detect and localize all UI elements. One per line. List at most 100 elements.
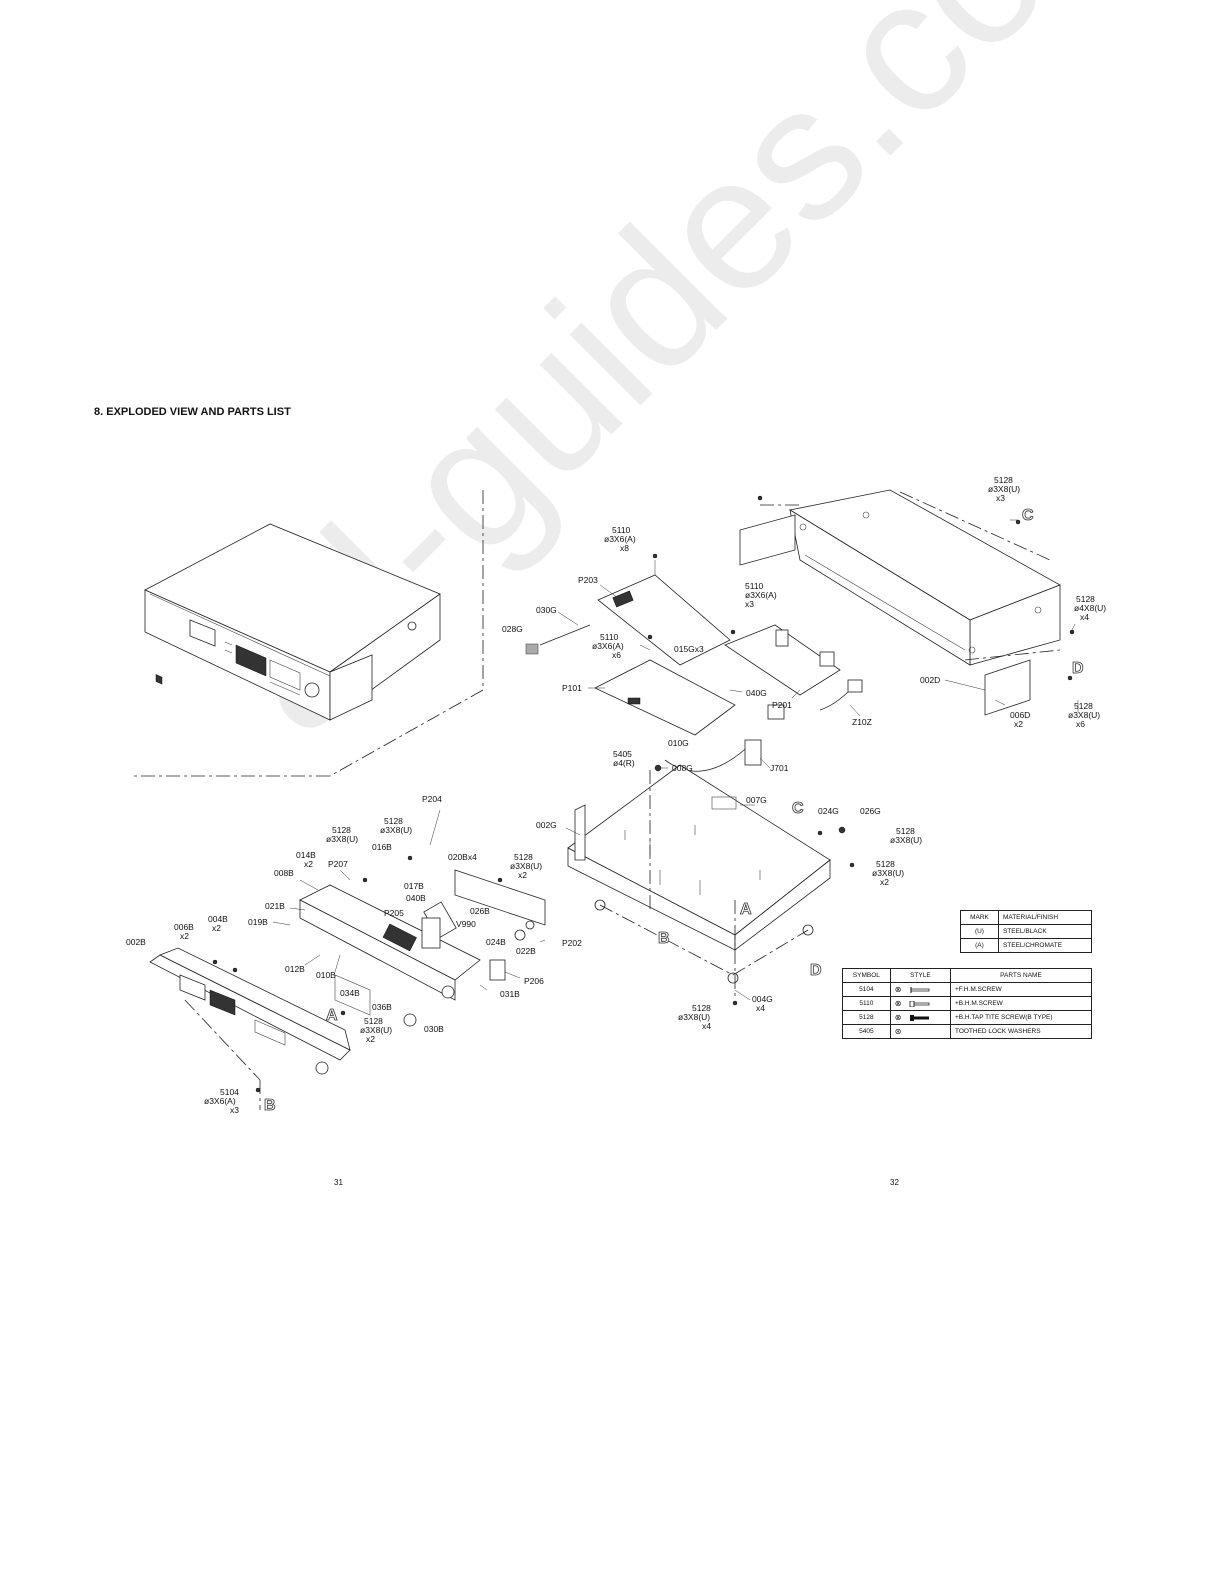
callout-5110-low-3: x6	[612, 650, 621, 660]
label-007g: 007G	[746, 795, 767, 805]
callout-5110-low-1: 5110	[600, 632, 619, 642]
callout-5110-low-2: ø3X6(A)	[592, 641, 624, 651]
parts-style: ⊗	[889, 996, 951, 1011]
ref-letter-a-front: A	[326, 1007, 338, 1024]
callout-5128-d-2: ø3X8(U)	[1068, 710, 1100, 720]
parts-style-table: SYMBOL STYLE PARTS NAME 5104 ⊗ +F.H.M.SC…	[842, 968, 1093, 1039]
ref-letter-b-front: B	[264, 1097, 276, 1114]
label-010b: 010B	[316, 970, 336, 980]
ref-letter-c-chassis: C	[792, 800, 804, 817]
pcb-p203-drawing	[597, 560, 731, 666]
part-labels: 5128 ø3X8(U) x3 5110 ø3X6(A) x8 P203 511…	[126, 475, 1106, 1115]
callout-006b-2: x2	[180, 931, 189, 941]
material-finish: STEEL/CHROMATE	[997, 938, 1093, 953]
label-j701: J701	[770, 763, 789, 773]
parts-symbol: 5405	[842, 1024, 891, 1039]
callout-5104-3: x3	[230, 1105, 239, 1115]
callout-5128-chassis1-1: 5128	[896, 826, 915, 836]
callout-5128-a-2: ø3X8(U)	[360, 1025, 392, 1035]
label-031b: 031B	[500, 989, 520, 999]
binding-head-screw-icon	[909, 1000, 930, 1008]
parts-header-style: STYLE	[889, 968, 951, 983]
callout-5128-chassis2-2: ø3X8(U)	[872, 868, 904, 878]
label-002d: 002D	[920, 675, 940, 685]
label-020bx4: 020Bx4	[448, 852, 477, 862]
front-panel-drawing	[149, 947, 351, 1110]
label-026g: 026G	[860, 806, 881, 816]
material-header-finish: MATERIAL/FINISH	[997, 910, 1093, 925]
callout-004g-2: x4	[756, 1003, 765, 1013]
callout-006b-1: 006B	[174, 922, 194, 932]
label-008b: 008B	[274, 868, 294, 878]
tap-tite-screw-icon	[910, 1015, 930, 1022]
callout-004g-1: 004G	[752, 994, 773, 1004]
ref-letter-c-top: C	[1022, 507, 1034, 524]
callout-5104-2: ø3X6(A)	[204, 1096, 236, 1106]
lock-washer-icon: ⊛	[894, 1027, 902, 1036]
callout-5128-bottom-1: 5128	[692, 1003, 711, 1013]
label-024g: 024G	[818, 806, 839, 816]
callout-5128-a-1: 5128	[364, 1016, 383, 1026]
ref-letter-a-chassis: A	[740, 901, 752, 918]
callout-5128-chassis2-3: x2	[880, 877, 889, 887]
label-028g: 028G	[502, 624, 523, 634]
label-010g: 010G	[668, 738, 689, 748]
callout-5128-front1-1: 5128	[384, 816, 403, 826]
phillips-head-icon: ⊗	[894, 999, 902, 1008]
callout-5128-a-3: x2	[366, 1034, 375, 1044]
material-mark: (A)	[960, 938, 999, 953]
callout-5128-right-1: 5128	[1076, 594, 1095, 604]
label-p205: P205	[384, 908, 404, 918]
label-040b: 040B	[406, 893, 426, 903]
callout-5110-top-2: ø3X6(A)	[604, 534, 636, 544]
label-p101: P101	[562, 683, 582, 693]
parts-style: ⊛	[889, 1024, 951, 1039]
callout-006d-2: x2	[1014, 719, 1023, 729]
label-036b: 036B	[372, 1002, 392, 1012]
parts-style: ⊗	[889, 1010, 951, 1025]
display-board-drawing	[299, 869, 546, 1027]
ref-letter-b-chassis: B	[658, 930, 670, 947]
parts-name: +B.H.M.SCREW	[949, 996, 1093, 1011]
page-number-right: 32	[890, 1178, 899, 1187]
label-z10z: Z10Z	[852, 717, 872, 727]
label-019b: 019B	[248, 917, 268, 927]
callout-5110-top-1: 5110	[612, 525, 631, 535]
label-024b: 024B	[486, 937, 506, 947]
material-finish: STEEL/BLACK	[997, 924, 1093, 939]
material-header-mark: MARK	[960, 910, 999, 925]
label-034b: 034B	[340, 988, 360, 998]
label-002g: 002G	[536, 820, 557, 830]
label-040g: 040G	[746, 688, 767, 698]
reference-letters: C D C A B D A B	[264, 507, 1084, 1115]
callout-004b-2: x2	[212, 923, 221, 933]
callout-5128-top-1: 5128	[994, 475, 1013, 485]
ref-letter-d-top: D	[1072, 660, 1084, 677]
callout-5405-1: 5405	[613, 749, 632, 759]
label-026b: 026B	[470, 906, 490, 916]
callout-5110-mid-2: ø3X6(A)	[745, 590, 777, 600]
parts-symbol: 5128	[842, 1010, 891, 1025]
assembled-unit-drawing	[144, 523, 441, 721]
callout-5128-front1-2: ø3X8(U)	[380, 825, 412, 835]
callout-5128-chassis1-2: ø3X8(U)	[890, 835, 922, 845]
label-p202: P202	[562, 938, 582, 948]
callout-004b-1: 004B	[208, 914, 228, 924]
callout-5110-mid-1: 5110	[745, 581, 764, 591]
flat-head-screw-icon	[910, 987, 930, 994]
callout-006d-1: 006D	[1010, 710, 1030, 720]
parts-name: +F.H.M.SCREW	[949, 982, 1093, 997]
callout-5128-d-1: 5128	[1074, 701, 1093, 711]
label-030g: 030G	[536, 605, 557, 615]
top-cover-drawing	[739, 489, 1061, 716]
pcb-p201-drawing	[724, 624, 841, 696]
label-015gx3: 015Gx3	[674, 644, 704, 654]
pcb-p101-drawing	[594, 659, 736, 736]
label-002b: 002B	[126, 937, 146, 947]
label-p206: P206	[524, 976, 544, 986]
callout-5128-front2-2: ø3X8(U)	[326, 834, 358, 844]
leader-lines	[272, 519, 1079, 1001]
callout-5128-front3-3: x2	[518, 870, 527, 880]
phillips-head-icon: ⊗	[894, 1013, 902, 1022]
